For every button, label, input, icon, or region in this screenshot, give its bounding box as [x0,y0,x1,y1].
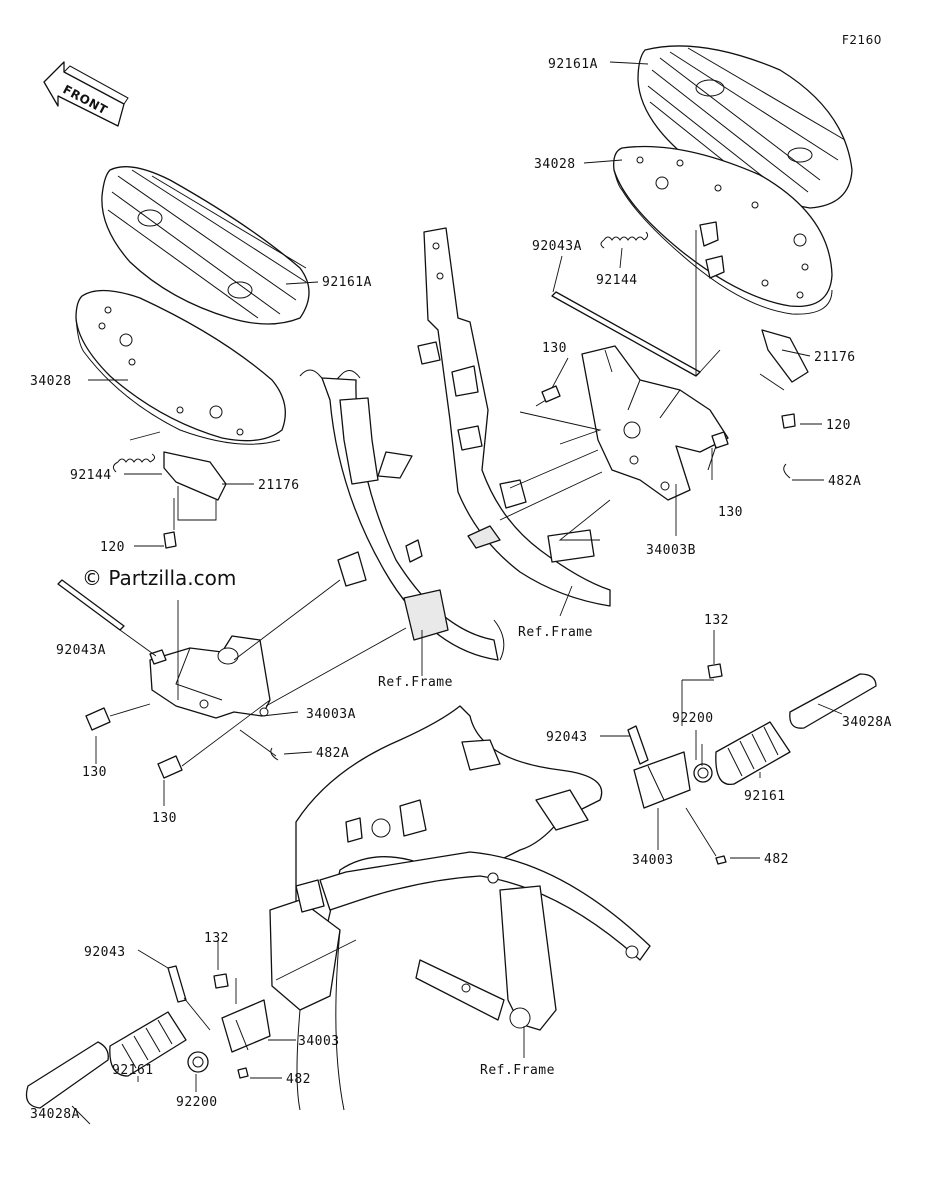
footpeg-rubber-left [109,1011,187,1077]
label-21176-top: 21176 [814,350,856,365]
figure-id: F2160 [842,33,882,47]
label-92144-left: 92144 [70,468,112,483]
bracket-34003b [581,345,729,501]
label-130-left-b: 130 [152,811,177,826]
floorboard-plate-top [613,145,833,315]
label-34003-right: 34003 [632,853,674,868]
label-92043-left: 92043 [84,945,126,960]
label-482a-left: 482A [316,746,349,761]
label-130-left-a: 130 [82,765,107,780]
label-92161a-top: 92161A [548,57,598,72]
floorboard-left [57,166,310,779]
spring-top [600,231,649,249]
label-34003a: 34003A [306,707,356,722]
label-34028-left: 34028 [30,374,72,389]
label-ref-frame-bottom: Ref.Frame [480,1063,555,1078]
label-130-top-b: 130 [718,505,743,520]
part-labels: 92161A 34028 92043A 92144 130 21176 120 … [30,57,892,1122]
label-92043a-top: 92043A [532,239,582,254]
watermark-text: © Partzilla.com [82,566,237,590]
frame-section-middle [299,369,505,661]
label-34028-top: 34028 [534,157,576,172]
label-34003-left: 34003 [298,1034,340,1049]
label-92161a-left: 92161A [322,275,372,290]
front-arrow-icon: FRONT [43,61,129,127]
rubber-pad-left [101,166,310,325]
label-130-top-a: 130 [542,341,567,356]
label-120-top: 120 [826,418,851,433]
floorboard-top-right [535,45,853,501]
label-92161-left: 92161 [112,1063,154,1078]
label-34028a-right: 34028A [842,715,892,730]
label-92161-right: 92161 [744,789,786,804]
label-92144-top: 92144 [596,273,638,288]
frame-main-bottom [269,705,651,1111]
label-92043a-left: 92043A [56,643,106,658]
label-132-left: 132 [204,931,229,946]
label-21176-left: 21176 [258,478,300,493]
label-482a-top: 482A [828,474,861,489]
floorboard-plate-left [75,289,286,445]
footpeg-right [627,663,877,865]
label-92200-left: 92200 [176,1095,218,1110]
label-120-left: 120 [100,540,125,555]
leader-lines [71,61,843,1125]
label-ref-frame-middle: Ref.Frame [378,675,453,690]
bracket-34003a [149,635,271,719]
label-34028a-left: 34028A [30,1107,80,1122]
label-34003b: 34003B [646,543,696,558]
label-482-right: 482 [764,852,789,867]
footpeg-rubber-right [715,721,791,786]
label-ref-frame-top: Ref.Frame [518,625,593,640]
label-132-right: 132 [704,613,729,628]
frame-section-top [417,227,611,607]
label-92200-right: 92200 [672,711,714,726]
footpeg-left [25,965,271,1109]
label-92043-right: 92043 [546,730,588,745]
label-482-left: 482 [286,1072,311,1087]
